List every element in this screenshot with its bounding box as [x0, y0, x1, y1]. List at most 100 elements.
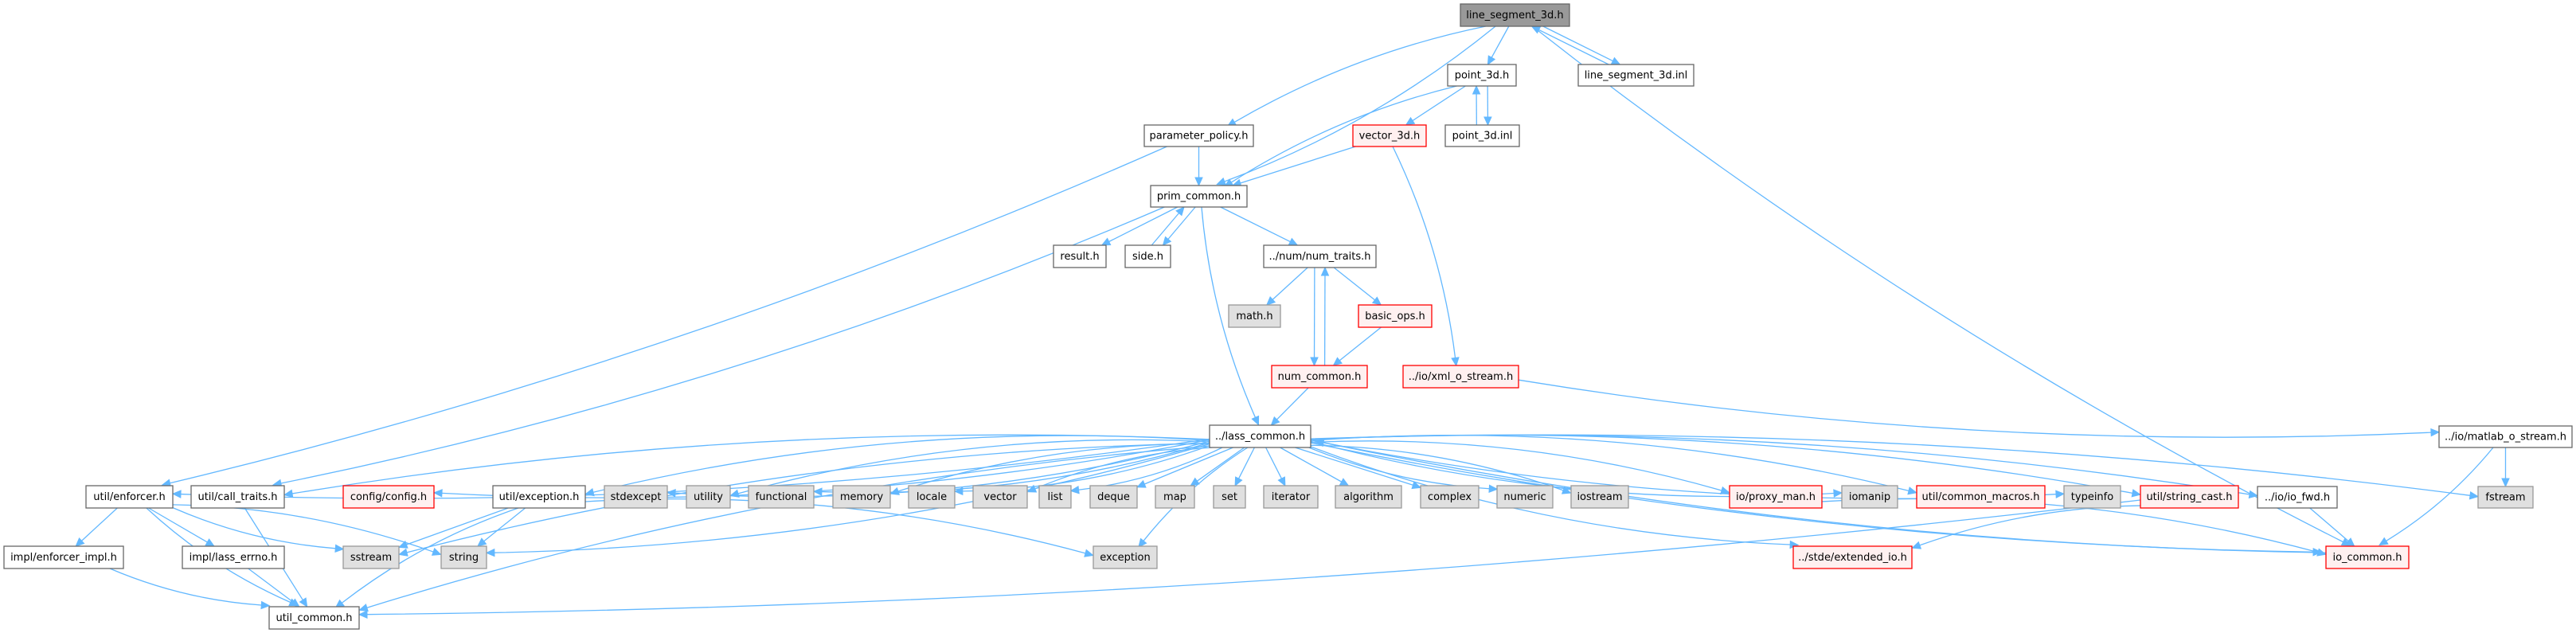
node-call-traits-h[interactable]: util/call_traits.h — [190, 485, 285, 509]
node-result-h[interactable]: result.h — [1053, 244, 1107, 268]
node-numeric[interactable]: numeric — [1496, 485, 1554, 509]
node-vector[interactable]: vector — [972, 485, 1028, 509]
node-utility[interactable]: utility — [686, 485, 731, 509]
node-common-macros-h[interactable]: util/common_macros.h — [1916, 485, 2046, 509]
edge-line_segment_3d_h-to-point_3d_h — [1491, 25, 1510, 58]
node-stdexcept[interactable]: stdexcept — [604, 485, 668, 509]
node-label: point_3d.inl — [1452, 131, 1513, 143]
node-matlab-o-stream-h[interactable]: ../io/matlab_o_stream.h — [2438, 425, 2573, 448]
node-box — [1263, 485, 1319, 509]
node-complex[interactable]: complex — [1420, 485, 1480, 509]
arrowhead-icon — [1332, 357, 1343, 366]
arrowhead-icon — [205, 538, 216, 547]
node-box — [1841, 485, 1898, 509]
node-parameter-policy-h[interactable]: parameter_policy.h — [1143, 124, 1254, 147]
node-box — [2140, 485, 2239, 509]
edges-layer — [75, 25, 2510, 619]
node-box — [1729, 485, 1823, 509]
node-xml-o-stream-h[interactable]: ../io/xml_o_stream.h — [1402, 365, 1519, 389]
node-label: result.h — [1060, 251, 1099, 263]
node-string-cast-h[interactable]: util/string_cast.h — [2140, 485, 2239, 509]
edge-prim_common_h-to-num_traits_h — [1220, 206, 1291, 243]
node-lass-errno-h[interactable]: impl/lass_errno.h — [182, 545, 285, 569]
node-num-traits-h[interactable]: ../num/num_traits.h — [1263, 244, 1377, 268]
node-config-h[interactable]: config/config.h — [342, 485, 435, 509]
node-label: locale — [917, 491, 947, 503]
node-num-common-h[interactable]: num_common.h — [1271, 365, 1368, 389]
node-line-segment-3d-h[interactable]: line_segment_3d.h — [1460, 3, 1570, 27]
node-label: util/common_macros.h — [1922, 491, 2040, 503]
node-typeinfo[interactable]: typeinfo — [2063, 485, 2121, 509]
node-point-3d-inl[interactable]: point_3d.inl — [1444, 124, 1520, 147]
edge-lass_common_h-to-extended_io_h — [1310, 446, 1791, 545]
node-label: math.h — [1236, 311, 1272, 322]
node-io-common-h[interactable]: io_common.h — [2325, 545, 2410, 569]
node-extended-io-h[interactable]: ../stde/extended_io.h — [1792, 545, 1913, 569]
arrowhead-icon — [729, 489, 740, 498]
node-set[interactable]: set — [1213, 485, 1246, 509]
arrowhead-icon — [1162, 236, 1172, 246]
node-iostream[interactable]: iostream — [1570, 485, 1629, 509]
node-deque[interactable]: deque — [1089, 485, 1138, 509]
node-prim-common-h[interactable]: prim_common.h — [1150, 185, 1248, 208]
node-functional[interactable]: functional — [748, 485, 815, 509]
node-label: stdexcept — [611, 491, 662, 503]
node-label: util_common.h — [276, 612, 352, 624]
node-vector-3d-h[interactable]: vector_3d.h — [1352, 124, 1427, 147]
arrowhead-icon — [1100, 237, 1112, 246]
node-label: typeinfo — [2071, 491, 2113, 503]
node-point-3d-h[interactable]: point_3d.h — [1447, 64, 1517, 87]
node-box — [1792, 545, 1913, 569]
node-lass-common-h[interactable]: ../lass_common.h — [1209, 424, 1311, 448]
node-box — [1420, 485, 1480, 509]
edge-matlab_o_stream_h-to-io_common_h — [2386, 447, 2494, 541]
node-enforcer-h[interactable]: util/enforcer.h — [85, 485, 174, 509]
node-exception[interactable]: exception — [1093, 545, 1158, 569]
node-box — [1150, 185, 1248, 208]
node-box — [604, 485, 668, 509]
node-list[interactable]: list — [1038, 485, 1072, 509]
node-label: ../io/matlab_o_stream.h — [2445, 432, 2566, 443]
node-locale[interactable]: locale — [908, 485, 956, 509]
node-map[interactable]: map — [1155, 485, 1195, 509]
edge-exception_util_h-to-sstream — [406, 507, 509, 545]
node-side-h[interactable]: side.h — [1124, 244, 1171, 268]
edge-lass_common_h-to-set — [1238, 447, 1255, 479]
edge-num_traits_h-to-basic_ops_h — [1333, 267, 1375, 301]
arrowhead-icon — [171, 490, 182, 498]
node-memory[interactable]: memory — [832, 485, 891, 509]
arrowhead-icon — [1488, 484, 1499, 494]
node-proxy-man-h[interactable]: io/proxy_man.h — [1729, 485, 1823, 509]
node-exception-util-h[interactable]: util/exception.h — [492, 485, 586, 509]
node-iterator[interactable]: iterator — [1263, 485, 1319, 509]
arrowhead-icon — [812, 487, 823, 496]
node-label: ../num/num_traits.h — [1268, 251, 1370, 263]
edge-lass_common_h-to-iterator — [1265, 447, 1282, 479]
node-math-h[interactable]: math.h — [1228, 304, 1281, 328]
node-label: line_segment_3d.h — [1466, 10, 1563, 21]
node-sstream[interactable]: sstream — [342, 545, 400, 569]
node-iomanip[interactable]: iomanip — [1841, 485, 1898, 509]
edge-lass_common_h-to-fstream — [1310, 434, 2471, 496]
node-util-common-h[interactable]: util_common.h — [268, 606, 360, 630]
edge-line_segment_3d_h-to-prim_common_h — [1224, 25, 1496, 182]
node-box — [1209, 424, 1311, 448]
node-io-fwd-h[interactable]: ../io/io_fwd.h — [2257, 486, 2338, 509]
node-label: memory — [840, 491, 884, 503]
node-enforcer-impl-h[interactable]: impl/enforcer_impl.h — [3, 545, 124, 569]
arrowhead-icon — [260, 600, 271, 610]
node-string[interactable]: string — [440, 545, 487, 569]
node-algorithm[interactable]: algorithm — [1335, 485, 1402, 509]
edge-line_segment_3d_inl-to-line_segment_3d_h — [1538, 29, 1609, 65]
edge-lass_common_h-to-sstream — [406, 442, 1210, 553]
node-line-segment-3d-inl[interactable]: line_segment_3d.inl — [1577, 64, 1695, 87]
node-basic-ops-h[interactable]: basic_ops.h — [1358, 304, 1433, 328]
arrowhead-icon — [1288, 237, 1299, 246]
node-box — [85, 485, 174, 509]
edge-prim_common_h-to-lass_common_h — [1201, 206, 1257, 418]
node-label: config/config.h — [350, 491, 427, 503]
node-box — [1444, 124, 1520, 147]
edge-lass_common_h-to-memory — [897, 443, 1210, 492]
node-fstream[interactable]: fstream — [2477, 486, 2534, 509]
arrowhead-icon — [1314, 438, 1325, 447]
